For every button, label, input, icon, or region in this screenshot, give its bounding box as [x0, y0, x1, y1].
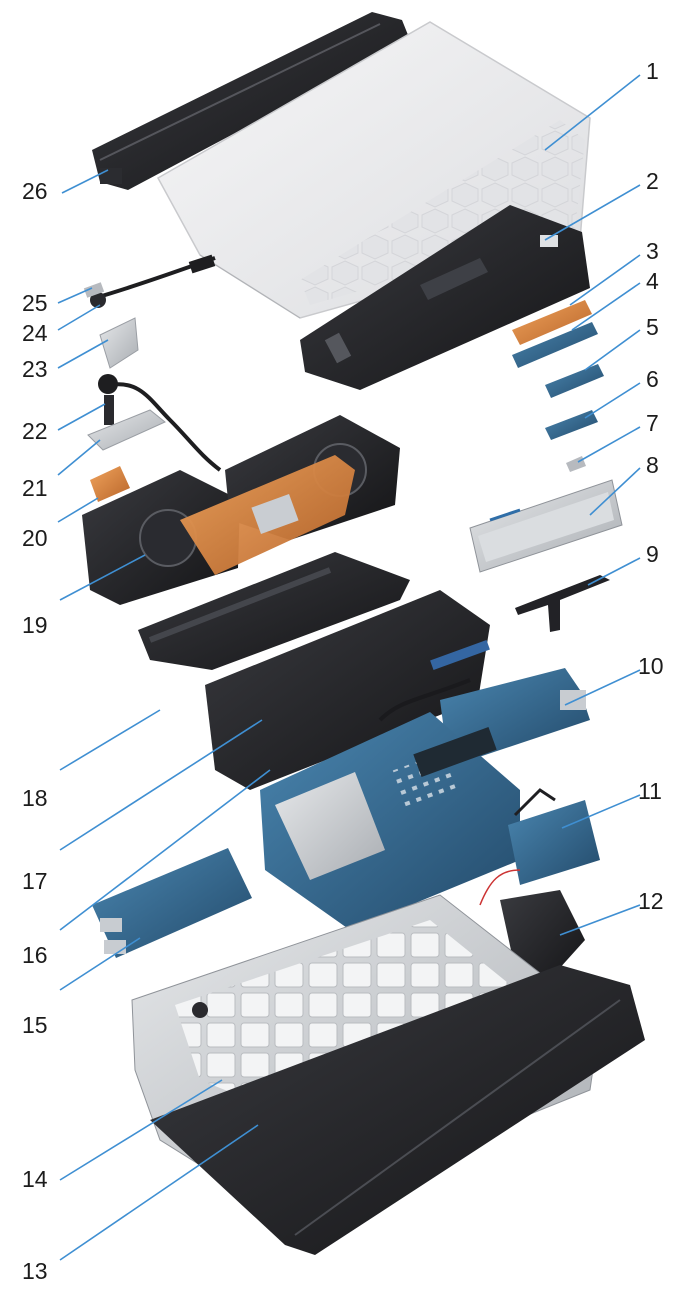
card-reader-board-part	[508, 788, 600, 885]
leader-line-7	[577, 426, 641, 463]
callout-12: 12	[638, 888, 664, 914]
leader-line-13	[59, 1124, 259, 1261]
leader-line-17	[59, 719, 263, 851]
callout-16: 16	[22, 942, 48, 968]
leader-line-10	[564, 669, 641, 706]
callout-24: 24	[22, 320, 48, 346]
callout-8: 8	[646, 452, 659, 478]
leader-line-26	[61, 169, 109, 194]
leader-line-9	[587, 557, 641, 586]
leader-line-22	[57, 403, 106, 431]
leader-line-1	[544, 74, 641, 151]
leader-line-24	[57, 304, 101, 331]
leader-line-6	[584, 382, 641, 419]
leader-line-20	[57, 497, 99, 523]
system-board-part	[260, 712, 520, 930]
callout-14: 14	[22, 1166, 48, 1192]
callout-1: 1	[646, 58, 659, 84]
callout-2: 2	[646, 168, 659, 194]
callout-3: 3	[646, 238, 659, 264]
display-assembly-part	[150, 965, 645, 1255]
leader-line-8	[589, 467, 641, 516]
ssd-thermal-plate-part	[512, 300, 592, 345]
heatsink-fan-assembly-part	[82, 415, 400, 605]
leader-line-21	[57, 439, 101, 476]
callout-23: 23	[22, 356, 48, 382]
leader-line-4	[571, 282, 641, 331]
callout-11: 11	[638, 778, 662, 804]
keyboard-part	[205, 590, 490, 790]
leader-lines	[57, 74, 641, 1261]
callout-9: 9	[646, 541, 659, 567]
callout-20: 20	[22, 525, 48, 551]
callout-13: 13	[22, 1258, 48, 1284]
callout-25: 25	[22, 290, 48, 316]
leader-line-19	[59, 554, 146, 601]
copper-pad-part	[90, 466, 130, 502]
leader-line-11	[561, 794, 641, 829]
callout-26: 26	[22, 178, 48, 204]
ssd-bracket-part	[87, 409, 166, 451]
touchpad-bracket-part	[515, 575, 610, 632]
leader-line-16	[59, 769, 271, 931]
dc-in-port-part	[83, 254, 216, 308]
leader-line-14	[59, 1079, 223, 1181]
power-button-cable-part	[98, 374, 222, 472]
callout-5: 5	[646, 314, 659, 340]
leader-line-5	[584, 329, 641, 371]
callout-15: 15	[22, 1012, 48, 1038]
leader-line-25	[57, 287, 93, 304]
callout-18: 18	[22, 785, 48, 811]
callout-10: 10	[638, 653, 664, 679]
callout-22: 22	[22, 418, 48, 444]
callout-6: 6	[646, 366, 659, 392]
ssd-part	[512, 322, 598, 368]
callout-4: 4	[646, 268, 659, 294]
keyboard-support-plate-part	[138, 552, 410, 670]
callout-21: 21	[22, 475, 48, 501]
touchpad-part	[469, 479, 623, 573]
leader-line-23	[57, 339, 109, 369]
battery-part	[300, 205, 590, 390]
callout-7: 7	[646, 410, 659, 436]
leader-line-12	[559, 904, 641, 936]
leader-line-18	[59, 709, 161, 771]
callout-17: 17	[22, 868, 48, 894]
leader-line-15	[59, 937, 141, 991]
bracket-part	[99, 317, 139, 369]
leader-line-2	[544, 184, 641, 241]
leader-line-3	[569, 254, 641, 306]
second-ssd-part	[545, 364, 604, 398]
callout-19: 19	[22, 612, 48, 638]
usb-daughterboard-part	[92, 848, 252, 958]
